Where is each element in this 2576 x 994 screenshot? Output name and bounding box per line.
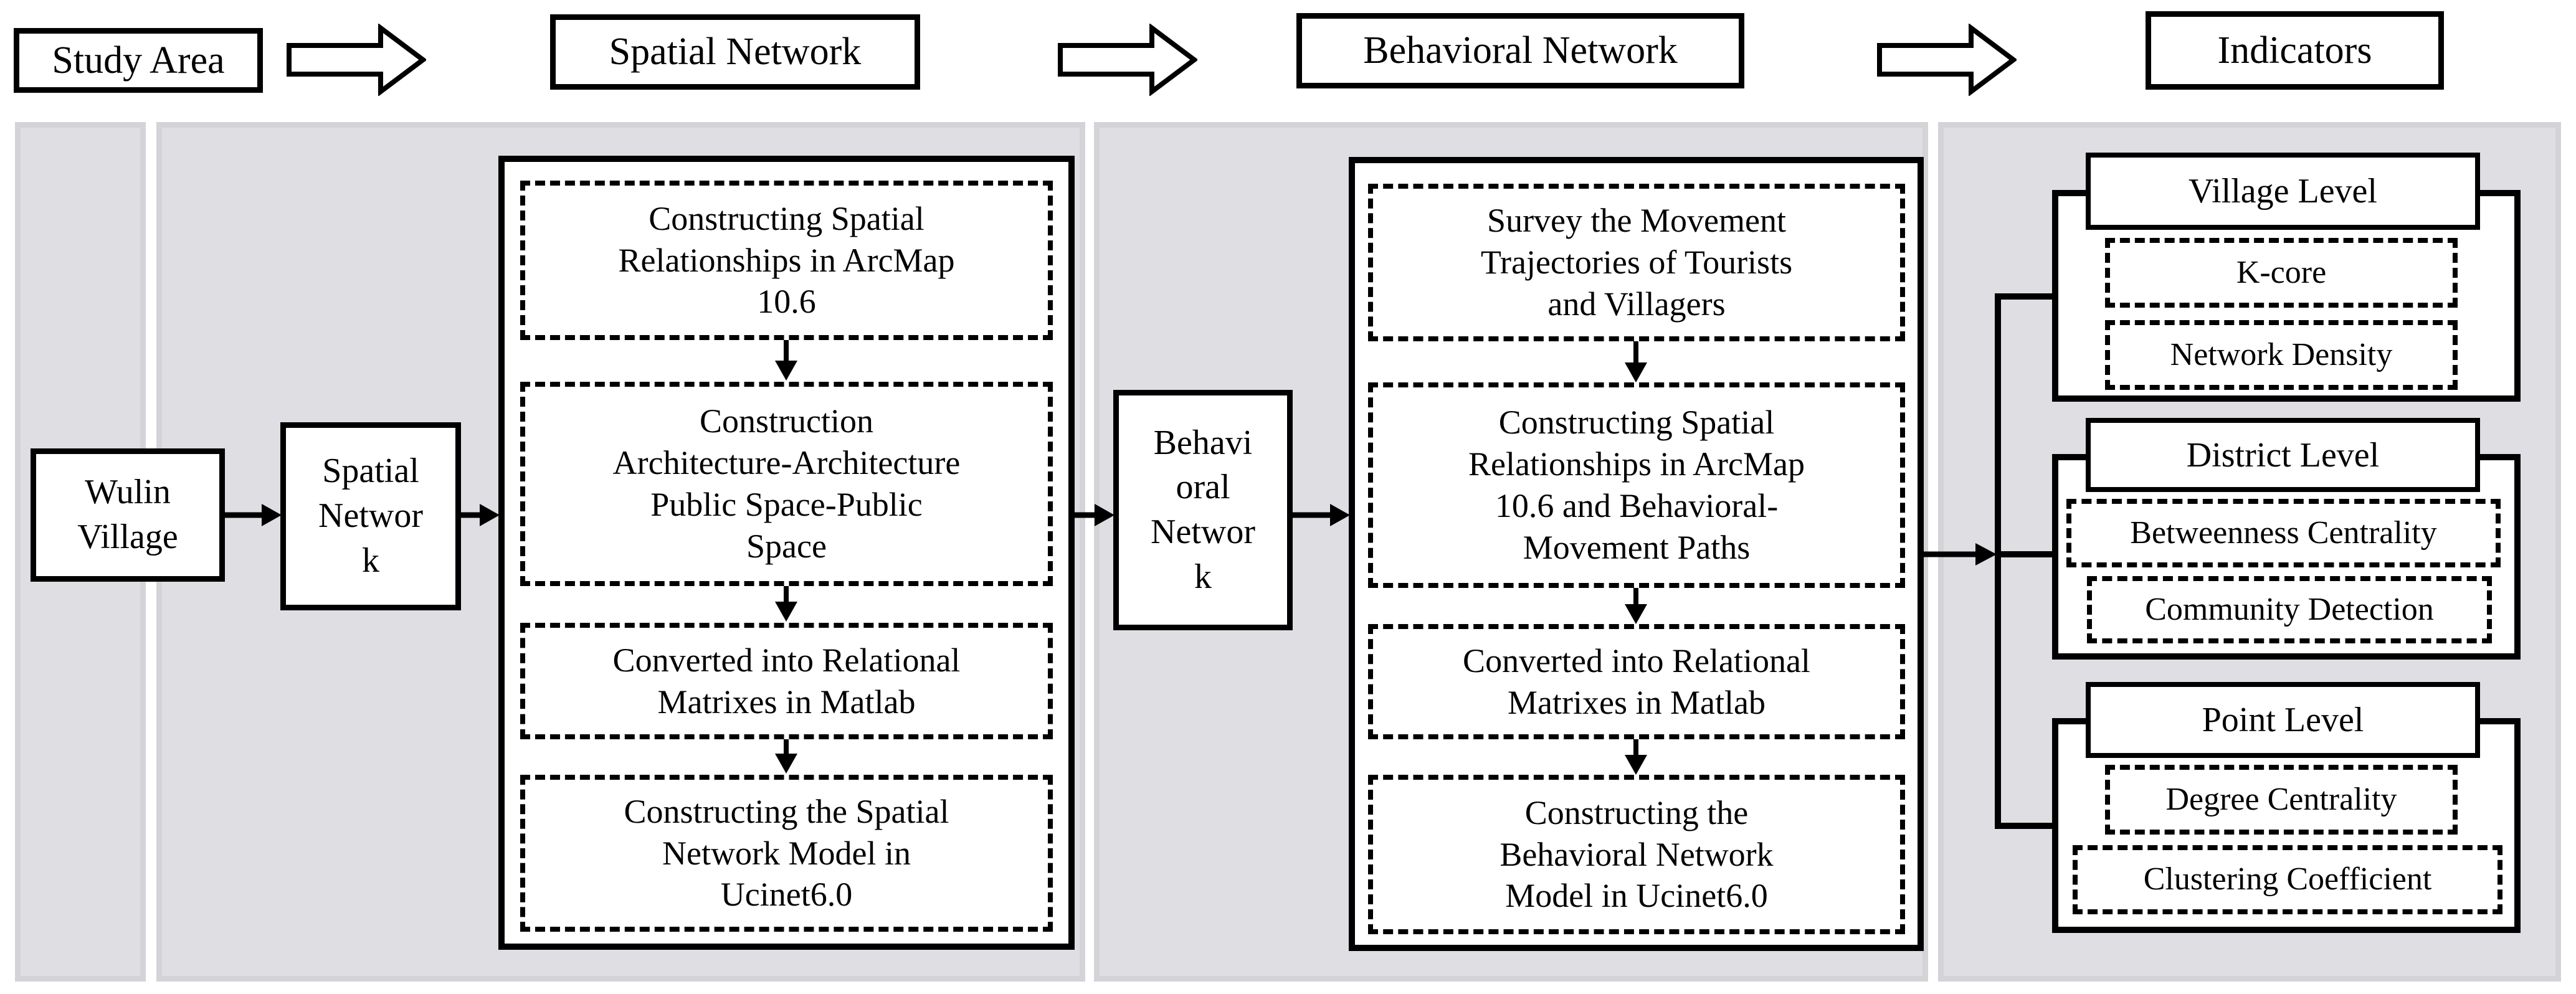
behavioral-step-1: Survey the Movement Trajectories of Tour… [1368,184,1905,341]
spatial-step-3-label: Converted into Relational Matrixes in Ma… [612,641,961,721]
header-spatial-network: Spatial Network [550,14,920,90]
spatial-step-2: Construction Architecture-Architecture P… [520,382,1053,586]
spatial-down-arrow-2-icon [772,586,800,623]
behavioral-step-3-label: Converted into Relational Matrixes in Ma… [1463,641,1810,721]
spatial-down-arrow-1-icon [772,340,800,382]
block-arrow-1-icon [286,24,426,96]
behavioral-down-arrow-1-icon [1622,341,1650,384]
spatial-step-4-label: Constructing the Spatial Network Model i… [624,792,949,914]
village-level-title-label: Village Level [2189,172,2377,211]
node-spatial-network-label: Spatial Networ k [318,452,423,580]
spatial-down-arrow-3-icon [772,739,800,775]
indicator-k-core-label: K-core [2236,254,2327,290]
node-wulin-village: Wulin Village [31,448,225,582]
point-level-title: Point Level [2086,682,2480,758]
header-behavioral-network-label: Behavioral Network [1363,29,1678,72]
indicator-network-density-label: Network Density [2170,336,2393,372]
header-study-area-label: Study Area [52,39,225,82]
header-behavioral-network: Behavioral Network [1296,13,1744,88]
spatial-step-3: Converted into Relational Matrixes in Ma… [520,623,1053,739]
behavioral-step-4-label: Constructing the Behavioral Network Mode… [1499,793,1774,915]
behavioral-down-arrow-2-icon [1622,588,1650,625]
spatial-step-1: Constructing Spatial Relationships in Ar… [520,181,1053,340]
behavioral-step-4: Constructing the Behavioral Network Mode… [1368,775,1905,934]
behavioral-step-2-label: Constructing Spatial Relationships in Ar… [1468,404,1805,566]
node-spatial-network: Spatial Networ k [280,422,461,610]
district-level-title-label: District Level [2186,435,2380,475]
block-arrow-3-icon [1876,24,2017,96]
indicator-clustering-coefficient: Clustering Coefficient [2073,845,2502,914]
behavioral-step-1-label: Survey the Movement Trajectories of Tour… [1480,202,1793,323]
spatial-step-2-label: Construction Architecture-Architecture P… [612,402,961,565]
arrow-spatialnode-to-container-icon [461,501,501,529]
header-indicators-label: Indicators [2217,29,2372,72]
header-spatial-network-label: Spatial Network [609,31,862,73]
header-indicators: Indicators [2146,11,2444,90]
indicator-k-core: K-core [2105,238,2458,308]
district-level-title: District Level [2086,418,2480,492]
indicator-betweenness-centrality-label: Betweenness Centrality [2130,514,2437,551]
spatial-step-1-label: Constructing Spatial Relationships in Ar… [618,199,955,321]
indicators-branch-connector [1992,290,2060,835]
arrow-behavioral-to-indicators-icon [1921,541,1998,568]
node-wulin-village-label: Wulin Village [77,473,178,556]
spatial-step-4: Constructing the Spatial Network Model i… [520,775,1053,932]
indicator-community-detection: Community Detection [2087,576,2492,643]
header-study-area: Study Area [14,28,263,93]
village-level-title: Village Level [2086,153,2480,230]
point-level-title-label: Point Level [2202,701,2364,739]
indicator-clustering-coefficient-label: Clustering Coefficient [2143,861,2432,897]
indicator-degree-centrality-label: Degree Centrality [2165,781,2397,817]
arrow-wulin-to-spatial-icon [225,501,283,529]
arrow-behavioralnode-to-container-icon [1293,501,1351,529]
indicator-degree-centrality: Degree Centrality [2105,765,2458,835]
block-arrow-2-icon [1057,24,1197,96]
behavioral-down-arrow-3-icon [1622,739,1650,776]
indicator-community-detection-label: Community Detection [2145,591,2434,627]
node-behavioral-network-label: Behavi oral Networ k [1151,423,1255,596]
node-behavioral-network: Behavi oral Networ k [1113,390,1293,630]
arrow-spatialcontainer-to-behavioralnode-icon [1075,501,1116,529]
indicator-network-density: Network Density [2105,320,2458,390]
behavioral-step-3: Converted into Relational Matrixes in Ma… [1368,624,1905,739]
behavioral-step-2: Constructing Spatial Relationships in Ar… [1368,382,1905,588]
indicator-betweenness-centrality: Betweenness Centrality [2066,499,2501,567]
